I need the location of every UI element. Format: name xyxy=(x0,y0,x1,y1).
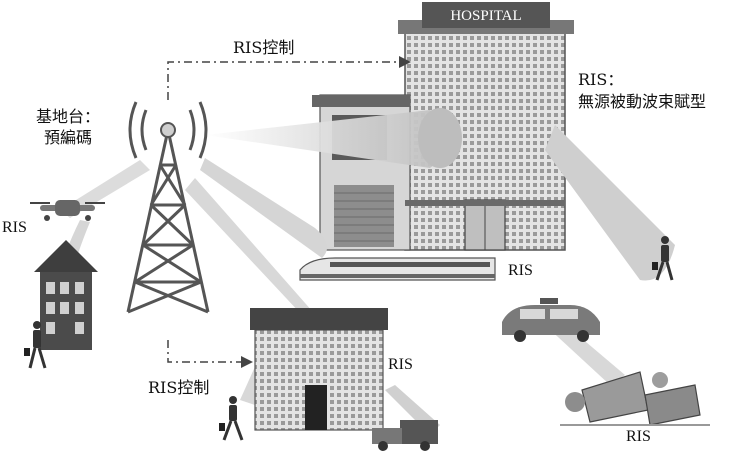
antenna-icon xyxy=(160,122,176,138)
ris-control-bottom-label: RIS控制 xyxy=(148,378,209,397)
ris-drone-label: RIS xyxy=(2,219,27,236)
drone-icon xyxy=(30,200,105,221)
ris-control-lines xyxy=(167,56,411,368)
ris-passive-label-line1: RIS： xyxy=(578,70,623,89)
hospital-sign-board xyxy=(422,2,550,28)
taxi-icon xyxy=(502,298,600,342)
base-station-label-line1: 基地台： xyxy=(36,107,100,126)
ris-train-label: RIS xyxy=(508,262,533,279)
school-building xyxy=(250,308,388,431)
ris-solar-label: RIS xyxy=(626,428,651,445)
base-station-label-line2: 預編碼 xyxy=(44,128,92,147)
person-icon xyxy=(219,396,244,441)
house-building xyxy=(34,240,98,350)
ris-passive-label-line2: 無源被動波束賦型 xyxy=(578,92,706,111)
hospital-sign-text: HOSPITAL xyxy=(450,8,521,24)
person-icon xyxy=(24,321,47,369)
ris-control-top-label: RIS控制 xyxy=(233,38,294,57)
train-icon xyxy=(299,257,496,281)
base-station-tower xyxy=(126,101,210,314)
solar-panel-icon xyxy=(560,371,710,426)
ris-school-label: RIS xyxy=(388,356,413,373)
truck-icon xyxy=(372,420,438,451)
person-icon xyxy=(652,236,674,281)
